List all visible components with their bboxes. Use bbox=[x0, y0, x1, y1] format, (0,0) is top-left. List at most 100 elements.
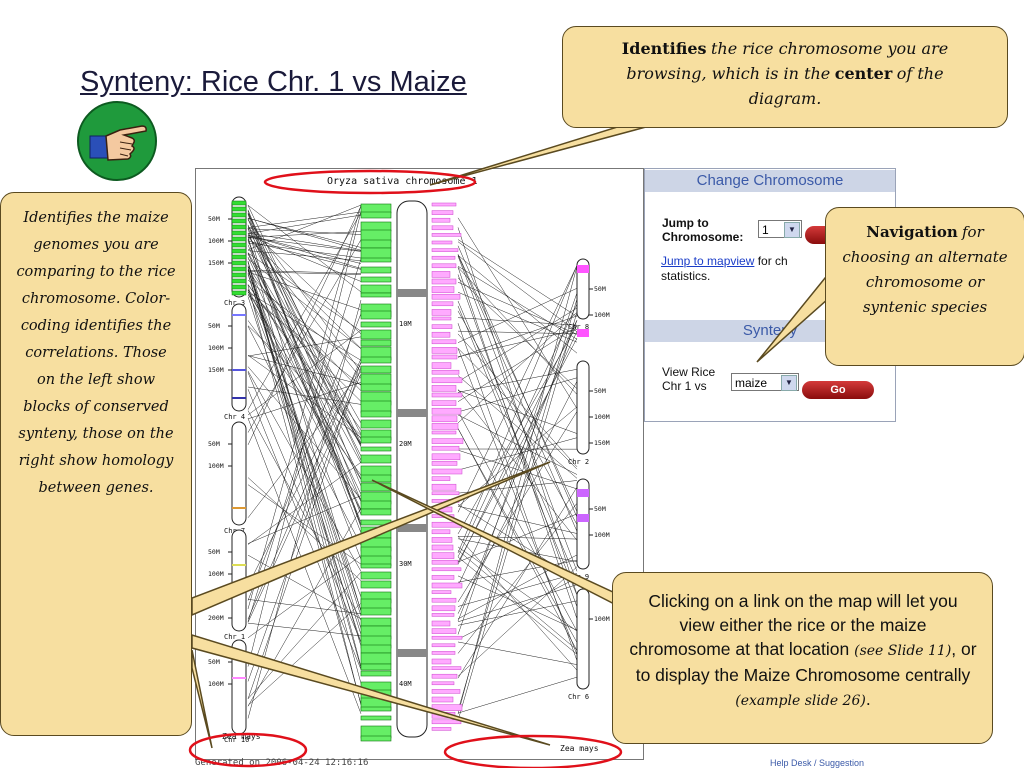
axis-tick-label: 100M bbox=[594, 531, 610, 539]
homology-block bbox=[431, 362, 452, 369]
homology-connector bbox=[457, 239, 578, 317]
help-desk-link[interactable]: Help Desk / Suggestion bbox=[770, 758, 865, 768]
rice-synteny-block bbox=[360, 454, 392, 464]
navigation-callout-text: Navigation for choosing an alternate chr… bbox=[838, 220, 1012, 320]
rice-synteny-block bbox=[360, 519, 392, 526]
chevron-down-icon[interactable]: ▼ bbox=[784, 222, 800, 238]
homology-connector bbox=[457, 267, 578, 620]
axis-tick-label: 50M bbox=[208, 658, 220, 666]
homology-connector bbox=[457, 255, 578, 354]
homology-block bbox=[431, 255, 456, 260]
homology-block bbox=[431, 491, 460, 496]
rice-synteny-block bbox=[360, 292, 392, 298]
synteny-connector bbox=[247, 253, 362, 464]
homology-connector bbox=[457, 556, 578, 655]
homology-block bbox=[431, 271, 451, 278]
homology-block bbox=[431, 217, 451, 223]
homology-connector bbox=[457, 245, 578, 518]
identifies-text-1: the rice chromosome you are browsing, wh… bbox=[626, 39, 949, 83]
click-text-2: , or to display the Maize Chromosome cen… bbox=[635, 639, 977, 685]
chevron-down-icon[interactable]: ▼ bbox=[781, 375, 797, 391]
chromosome-select[interactable]: 1 ▼ bbox=[758, 220, 802, 238]
species-select[interactable]: maize ▼ bbox=[731, 373, 799, 391]
jump-label-line2: Chromosome: bbox=[662, 230, 744, 244]
rice-synteny-block bbox=[360, 276, 392, 283]
rice-synteny-block bbox=[360, 526, 392, 539]
homology-block bbox=[431, 590, 452, 594]
jump-label-line1: Jump to bbox=[662, 216, 709, 230]
synteny-connector bbox=[247, 329, 362, 416]
axis-tick-label: 100M bbox=[208, 680, 224, 688]
maize-chromosome-label: Chr 2 bbox=[568, 458, 589, 466]
synteny-block bbox=[231, 290, 247, 296]
click-end: . bbox=[865, 689, 871, 709]
rice-synteny-block bbox=[360, 563, 392, 569]
synteny-connector bbox=[247, 242, 362, 259]
rice-synteny-block bbox=[360, 436, 392, 444]
axis-tick-label: 150M bbox=[594, 439, 610, 447]
navigation-text: for choosing an alternate chromosome or … bbox=[842, 223, 1008, 316]
rice-chromosome-header[interactable]: Oryza sativa chromosome 1 bbox=[327, 176, 478, 187]
homology-connector bbox=[457, 330, 578, 335]
axis-tick-label: 100M bbox=[594, 615, 610, 623]
rice-synteny-block bbox=[360, 663, 392, 671]
navigation-callout: Navigation for choosing an alternate chr… bbox=[825, 207, 1024, 366]
synteny-block bbox=[231, 254, 247, 260]
jump-to-mapview-link[interactable]: Jump to mapview bbox=[661, 254, 755, 268]
synteny-connector bbox=[247, 622, 362, 637]
click-text-1: Clicking on a link on the map will let y… bbox=[629, 591, 958, 659]
identifies-callout: Identifies the rice chromosome you are b… bbox=[562, 26, 1008, 128]
homology-block bbox=[431, 430, 457, 435]
axis-tick-label: 100M bbox=[208, 344, 224, 352]
homology-block bbox=[431, 689, 461, 694]
synteny-block bbox=[231, 212, 247, 218]
synteny-connector bbox=[247, 225, 362, 424]
homology-block bbox=[431, 643, 456, 648]
homology-block bbox=[431, 476, 451, 481]
axis-tick-label: 150M bbox=[208, 259, 224, 267]
homology-block bbox=[431, 605, 456, 612]
synteny-connector bbox=[247, 271, 362, 275]
homology-block bbox=[431, 537, 453, 543]
homology-block bbox=[431, 240, 453, 245]
centromere-band bbox=[397, 289, 427, 297]
synteny-connector bbox=[247, 250, 362, 261]
rice-axis-tick: 20M bbox=[399, 440, 412, 448]
slide-title: Synteny: Rice Chr. 1 vs Maize bbox=[80, 66, 467, 98]
rice-synteny-block bbox=[360, 670, 392, 677]
rice-synteny-block bbox=[360, 607, 392, 616]
synteny-block bbox=[231, 242, 247, 248]
mapview-line: Jump to mapview for ch bbox=[661, 254, 788, 268]
homology-connector bbox=[457, 255, 578, 572]
homology-connector bbox=[457, 303, 578, 557]
identifies-text-2: of the diagram. bbox=[748, 64, 944, 108]
view-label-line1: View Rice bbox=[662, 365, 716, 379]
homology-block bbox=[431, 263, 457, 269]
homology-connector bbox=[457, 307, 578, 382]
synteny-go-button[interactable]: Go bbox=[802, 381, 874, 399]
synteny-connector bbox=[247, 325, 362, 436]
left-explanation-text: Identifies the maize genomes you are com… bbox=[16, 210, 176, 496]
synteny-block bbox=[231, 260, 247, 266]
homology-block bbox=[431, 628, 457, 634]
maize-chromosome-right bbox=[576, 360, 590, 455]
synteny-connector bbox=[247, 205, 362, 445]
synteny-connector bbox=[247, 211, 362, 228]
homology-mark bbox=[577, 265, 589, 273]
pointing-hand-icon bbox=[76, 100, 158, 182]
homology-block bbox=[431, 567, 462, 572]
rice-synteny-block bbox=[360, 310, 392, 320]
homology-block bbox=[431, 681, 455, 686]
axis-tick-label: 100M bbox=[594, 311, 610, 319]
rice-synteny-block bbox=[360, 735, 392, 742]
axis-tick-label: 100M bbox=[208, 237, 224, 245]
homology-connector bbox=[457, 331, 578, 587]
homology-block bbox=[431, 339, 457, 345]
synteny-connector bbox=[247, 214, 362, 234]
maize-chromosome-label: Chr 9 bbox=[568, 573, 589, 581]
maize-chromosome-left bbox=[231, 303, 247, 412]
homology-block bbox=[431, 635, 463, 640]
rice-synteny-block bbox=[360, 706, 392, 712]
